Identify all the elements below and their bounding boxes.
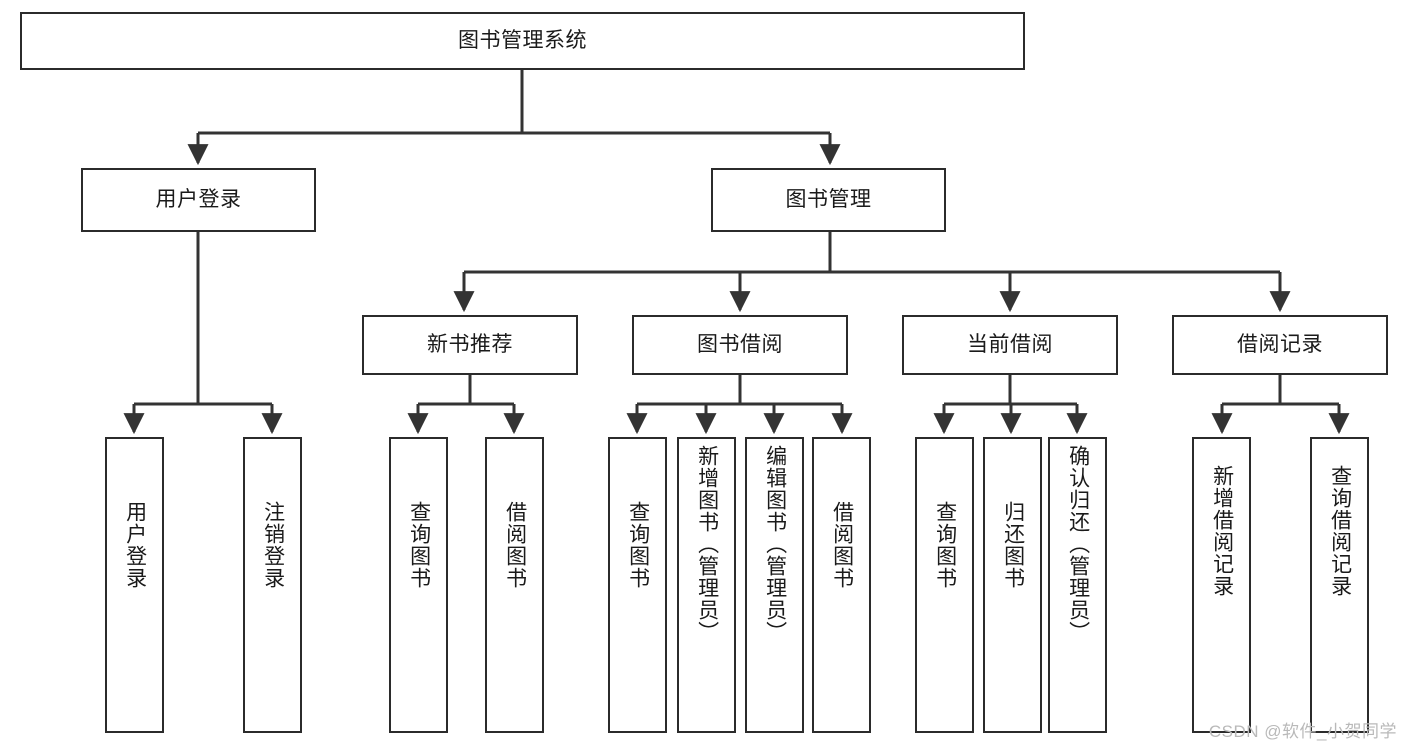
node-label-book-management: 图书管理 [785, 187, 872, 211]
csdn-watermark: CSDN @软件_小贺同学 [1208, 722, 1397, 741]
node-book-management[interactable]: 图书管理 [711, 168, 946, 232]
node-label-leaf-borrow-book-1: 借阅图书 [503, 501, 527, 589]
node-label-current-borrow: 当前借阅 [967, 332, 1053, 356]
node-label-leaf-user-login: 用户登录 [123, 501, 147, 589]
node-leaf-user-login[interactable]: 用户登录 [105, 437, 164, 733]
node-leaf-query-book-3[interactable]: 查询图书 [915, 437, 974, 733]
node-label-borrow-record: 借阅记录 [1237, 332, 1323, 356]
node-label-leaf-borrow-book-2: 借阅图书 [830, 501, 854, 589]
node-label-leaf-query-book-3: 查询图书 [933, 501, 957, 589]
node-leaf-query-record[interactable]: 查询借阅记录 [1310, 437, 1369, 733]
node-leaf-query-book-1[interactable]: 查询图书 [389, 437, 448, 733]
node-label-user-login: 用户登录 [155, 187, 242, 211]
node-current-borrow[interactable]: 当前借阅 [902, 315, 1118, 375]
node-leaf-add-book[interactable]: 新增图书（管理员） [677, 437, 736, 733]
node-leaf-borrow-book-2[interactable]: 借阅图书 [812, 437, 871, 733]
node-label-leaf-query-record: 查询借阅记录 [1328, 465, 1352, 597]
node-user-login[interactable]: 用户登录 [81, 168, 316, 232]
node-leaf-logout[interactable]: 注销登录 [243, 437, 302, 733]
node-label-leaf-query-book-2: 查询图书 [626, 501, 650, 589]
node-root-system[interactable]: 图书管理系统 [20, 12, 1025, 70]
node-label-leaf-add-record: 新增借阅记录 [1210, 465, 1234, 597]
node-label-new-book-recommend: 新书推荐 [427, 332, 513, 356]
node-label-book-borrow: 图书借阅 [697, 332, 783, 356]
node-borrow-record[interactable]: 借阅记录 [1172, 315, 1388, 375]
node-label-leaf-logout: 注销登录 [261, 501, 285, 589]
node-label-root: 图书管理系统 [458, 28, 587, 52]
node-book-borrow[interactable]: 图书借阅 [632, 315, 848, 375]
node-leaf-confirm-return[interactable]: 确认归还（管理员） [1048, 437, 1107, 733]
node-label-leaf-return-book: 归还图书 [1001, 501, 1025, 589]
node-label-leaf-add-book: 新增图书（管理员） [695, 445, 719, 643]
node-label-leaf-confirm-return: 确认归还（管理员） [1066, 445, 1090, 643]
node-leaf-query-book-2[interactable]: 查询图书 [608, 437, 667, 733]
node-leaf-borrow-book-1[interactable]: 借阅图书 [485, 437, 544, 733]
node-leaf-return-book[interactable]: 归还图书 [983, 437, 1042, 733]
node-new-book-recommend[interactable]: 新书推荐 [362, 315, 578, 375]
node-label-leaf-query-book-1: 查询图书 [407, 501, 431, 589]
node-leaf-edit-book[interactable]: 编辑图书（管理员） [745, 437, 804, 733]
node-label-leaf-edit-book: 编辑图书（管理员） [763, 445, 787, 643]
node-leaf-add-record[interactable]: 新增借阅记录 [1192, 437, 1251, 733]
